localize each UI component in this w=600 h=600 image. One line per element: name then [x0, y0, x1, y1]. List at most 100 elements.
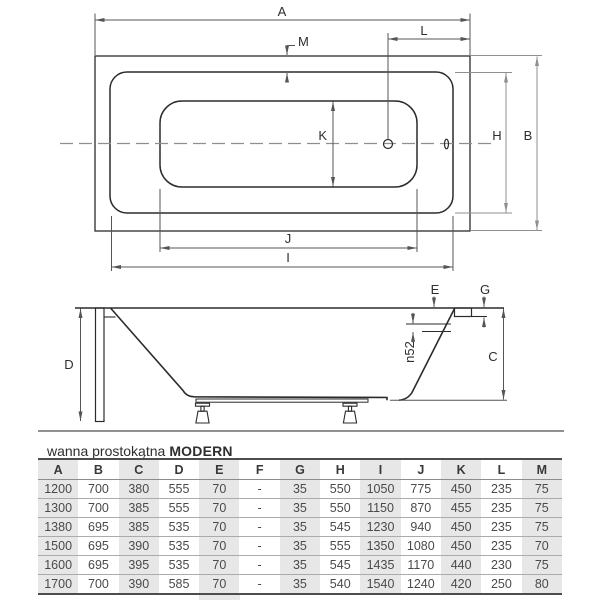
spec-cell: 1500	[38, 536, 79, 556]
spec-cell: 535	[158, 555, 200, 575]
spec-cell: 235	[481, 536, 522, 556]
spec-cell: 700	[88, 482, 109, 496]
spec-cell: 455	[440, 498, 482, 518]
dim-label-g: G	[480, 282, 490, 297]
spec-cell: 70	[199, 536, 240, 556]
column-header-d: D	[158, 459, 200, 480]
column-header-f: F	[239, 459, 280, 480]
spec-cell: 700	[78, 498, 119, 518]
column-header-l: L	[481, 459, 522, 480]
spec-cell: 70	[199, 498, 240, 518]
product-title-name: MODERN	[169, 443, 233, 459]
spec-cell: -	[239, 555, 280, 575]
spec-cell: 440	[440, 555, 482, 575]
dim-D: D	[64, 308, 83, 421]
overflow-hole	[443, 138, 450, 150]
column-header-a: A	[38, 459, 79, 480]
dim-K: K	[318, 101, 335, 187]
dim-label-a: A	[278, 4, 287, 19]
spec-cell: 70	[199, 517, 240, 537]
spec-cell: 80	[521, 574, 562, 594]
spec-cell: 75	[521, 517, 562, 537]
spec-cell: 235	[481, 517, 522, 537]
dim-B: B	[470, 55, 542, 231]
column-header-b: B	[78, 459, 119, 480]
column-header-e: E	[199, 459, 240, 480]
spec-cell: 555	[158, 498, 200, 518]
spec-cell: 1350	[360, 536, 401, 556]
column-header-j: J	[400, 459, 441, 480]
spec-cell: -	[239, 517, 280, 537]
spec-cell: 1150	[360, 498, 401, 518]
spec-cell: 75	[521, 479, 562, 499]
spec-cell: 1700	[38, 574, 79, 594]
overflow-diameter-label: n52	[402, 341, 417, 363]
dim-G: G	[480, 282, 490, 328]
spec-cell: 775	[410, 482, 432, 496]
spec-cell: 250	[481, 574, 522, 594]
column-header-m: M	[521, 459, 562, 480]
spec-cell: 535	[158, 517, 200, 537]
spec-cell: 695	[78, 555, 119, 575]
spec-cell: 1080	[400, 536, 441, 556]
dim-A: A	[94, 4, 471, 55]
dim-J: J	[159, 189, 418, 252]
spec-cell: 1050	[360, 479, 401, 499]
spec-cell: 550	[320, 498, 361, 518]
spec-cell: 75	[521, 498, 562, 518]
dim-label-c: C	[488, 349, 497, 364]
dim-M: M	[285, 34, 309, 83]
spec-cell: -	[239, 498, 280, 518]
tub-rim-edge	[109, 71, 454, 214]
dim-label-d: D	[64, 357, 73, 372]
left-wall-profile	[109, 307, 388, 401]
foot-left	[194, 402, 211, 424]
spec-cell: 35	[279, 555, 321, 575]
side-view: D C E G n52	[64, 282, 507, 424]
spec-cell: 585	[158, 574, 200, 594]
dim-label-i: I	[286, 250, 290, 265]
spec-cell: 1380	[38, 517, 79, 537]
spec-cell: 235	[490, 482, 512, 496]
spec-cell: 70	[199, 479, 240, 499]
spec-cell: 380	[118, 479, 159, 499]
spec-cell: 35	[279, 536, 321, 556]
dim-label-k: K	[318, 128, 327, 143]
spec-cell: 1230	[360, 517, 401, 537]
spec-cell: 555	[168, 482, 190, 496]
spec-cell: 550	[329, 482, 351, 496]
spec-cell: 230	[481, 555, 522, 575]
spec-cell: -	[257, 482, 262, 496]
spec-cell: 35	[279, 479, 321, 499]
spec-cell: 1170	[400, 555, 441, 575]
dim-I: I	[111, 216, 454, 271]
spec-cell: 1300	[38, 498, 79, 518]
dim-E: E	[431, 282, 440, 307]
spec-cell: 395	[118, 555, 159, 575]
spec-cell: 35	[279, 498, 321, 518]
spec-cell: -	[239, 536, 280, 556]
front-panel	[94, 307, 105, 423]
column-e-shade-stub	[199, 594, 240, 600]
spec-cell: 535	[158, 536, 200, 556]
spec-cell: 1240	[400, 574, 441, 594]
spec-cell: 385	[118, 498, 159, 518]
spec-cell: 390	[118, 574, 159, 594]
dim-L: L	[387, 23, 470, 140]
column-header-c: C	[118, 459, 159, 480]
foot-right	[342, 402, 358, 424]
spec-cell: 695	[78, 517, 119, 537]
spec-cell: 70	[199, 555, 240, 575]
spec-cell: 450	[440, 479, 482, 499]
spec-cell: 700	[78, 574, 119, 594]
